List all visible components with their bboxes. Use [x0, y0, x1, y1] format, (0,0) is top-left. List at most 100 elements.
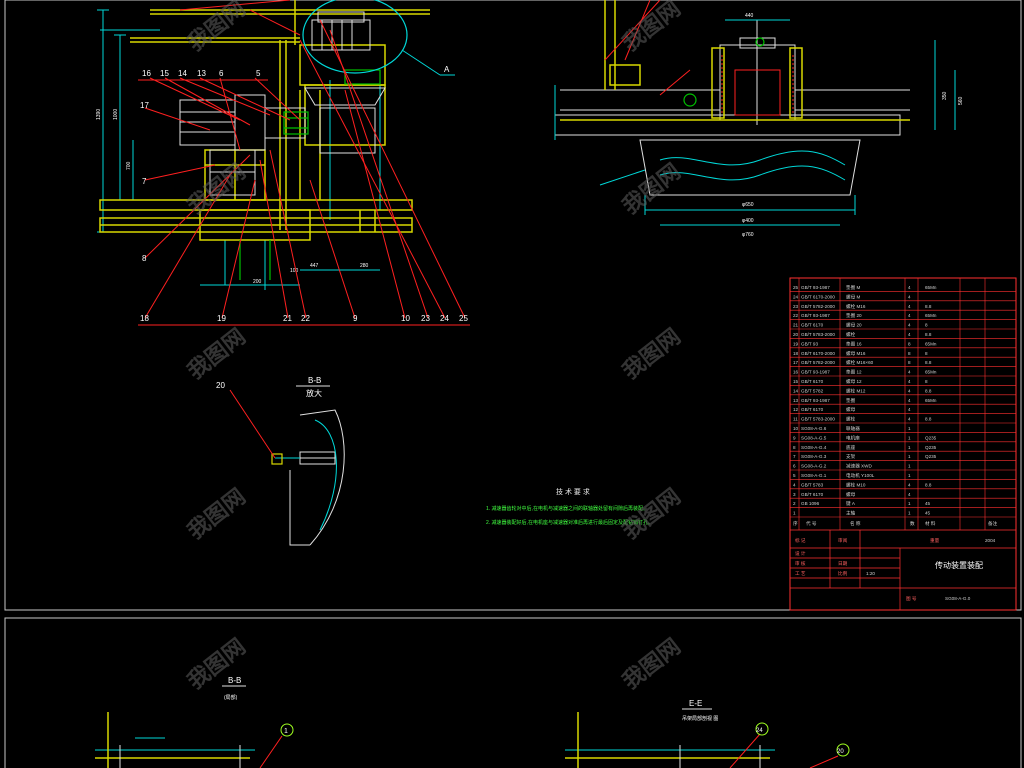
bom-cell: SG08-A-G.5 [801, 435, 827, 440]
bom-cell: 螺栓 M16 [846, 303, 866, 310]
bom-cell: 4 [908, 323, 911, 328]
bom-cell: 11 [793, 417, 798, 422]
balloon-24: 24 [756, 728, 763, 734]
bom-cell: 电机座 [846, 434, 860, 441]
title-block: 标 记 设 计 审 核 工 艺 审阅 重量 日期 比例 1:20 2004 传动… [790, 529, 1016, 610]
watermark-text: 我图网 [618, 159, 685, 219]
part-no-19: 19 [217, 314, 226, 323]
bom-cell: 1 [908, 473, 911, 478]
bom-cell: 4 [908, 332, 911, 337]
part-no-7: 7 [142, 177, 147, 186]
bom-header-qty: 数 [910, 520, 915, 527]
bottom-section-right-title: E-E [689, 699, 702, 708]
bom-cell: 主轴 [846, 510, 856, 517]
bom-cell: 4 [908, 313, 911, 318]
bom-cell: 螺母 [846, 491, 856, 498]
callout-20: 20 [216, 381, 225, 390]
part-no-6: 6 [219, 69, 224, 78]
bom-cell: SG08-A-G.4 [801, 445, 827, 450]
bom-cell: 螺栓 M16×60 [846, 359, 874, 366]
bom-cell: GB/T 6170-2000 [801, 351, 835, 356]
section-bb-subtitle: 放大 [306, 388, 322, 398]
part-no-17: 17 [140, 101, 149, 110]
bom-cell: 45 [925, 511, 931, 516]
bom-cell: 4 [908, 482, 911, 487]
bom-cell: 减速器 XWD [846, 463, 872, 470]
bom-cell: 9 [793, 435, 796, 440]
bom-cell: 螺母 M16 [846, 350, 866, 357]
bom-cell: 1 [908, 511, 911, 516]
bom-cell: 4 [908, 370, 911, 375]
bom-cell: 7 [793, 454, 796, 459]
bottom-sheet-views: B-B (局部) E-E 吊架局部剖视 图 [95, 676, 850, 768]
bom-cell: 8 [793, 445, 796, 450]
bom-cell: 螺母 M [846, 293, 860, 300]
bom-cell: SG08-A-G.3 [801, 454, 827, 459]
bom-cell: 1 [908, 501, 911, 506]
bom-cell: 8.8 [925, 304, 932, 309]
bom-cell: 15 [793, 379, 799, 384]
bottom-section-left-title: B-B [228, 676, 241, 685]
bom-cell: 1 [908, 454, 911, 459]
bom-cell: 4 [908, 285, 911, 290]
bom-cell: 3 [793, 492, 796, 497]
bom-cell: 45 [925, 501, 931, 506]
bom-cell: 垫圈 16 [846, 340, 862, 347]
bom-cell: 13 [793, 398, 799, 403]
bom-cell: GB/T 5782-2000 [801, 360, 835, 365]
bom-cell: 1 [908, 445, 911, 450]
balloon-20: 20 [837, 749, 844, 755]
bom-cell: 23 [793, 304, 799, 309]
bom-cell: 4 [908, 417, 911, 422]
bom-cell: 联轴器 [846, 425, 860, 432]
bom-cell: 4 [908, 294, 911, 299]
bom-cell: 4 [908, 398, 911, 403]
bom-cell: 8 [908, 351, 911, 356]
notes-title: 技 术 要 求 [556, 487, 590, 496]
bom-cell: 8.8 [925, 482, 932, 487]
bom-cell: 8.8 [925, 417, 932, 422]
bom-cell: 65Mn [925, 398, 937, 403]
tb-drawing-no-label: 图 号 [906, 596, 917, 602]
dim-700: 700 [126, 161, 132, 170]
dim-280: 280 [360, 263, 369, 269]
bom-cell: 16 [793, 370, 799, 375]
tb-date: 2004 [985, 538, 996, 543]
dim-1390: 1390 [96, 109, 102, 120]
bom-cell: 6 [793, 464, 796, 469]
bom-header: 序 代 号 名 称 数 材 料 备注 [793, 520, 998, 527]
bom-cell: GB/T 93-1987 [801, 398, 830, 403]
notes-item-2: 2. 减速器装配好后,在电机座与减速器对准后再进行最后固定及配钻销钉孔。 [486, 519, 653, 526]
bom-cell: GB/T 93-1987 [801, 370, 830, 375]
tb-label-mark: 标 记 [795, 537, 806, 544]
bom-cell: 14 [793, 388, 799, 393]
dim-1000: 1000 [113, 109, 119, 120]
bom-cell: 24 [793, 294, 799, 299]
part-no-13: 13 [197, 69, 206, 78]
bom-cell: GB/T 5783 [801, 482, 824, 487]
bom-cell: GB/T 6170 [801, 407, 824, 412]
balloon-1: 1 [284, 728, 288, 735]
part-no-15: 15 [160, 69, 169, 78]
bom-cell: 支架 [846, 453, 856, 460]
bottom-section-left-sub: (局部) [224, 694, 238, 701]
section-bb-title: B-B [308, 376, 321, 385]
bom-cell: Q235 [925, 454, 937, 459]
bom-cell: 8 [925, 323, 928, 328]
bom-cell: 1 [793, 511, 796, 516]
watermark-text: 我图网 [618, 324, 685, 384]
bom-cell: SG08-A-G.2 [801, 464, 827, 469]
tb-scale: 1:20 [866, 571, 875, 576]
bom-cell: GB 1096 [801, 501, 820, 506]
tb-label-process: 工 艺 [795, 571, 806, 576]
tb-drawing-no: SG08-A-G.0 [945, 596, 971, 601]
bom-cell: 65Mn [925, 341, 937, 346]
part-no-9: 9 [353, 314, 358, 323]
bom-cell: 8 [908, 360, 911, 365]
dim-650: φ650 [742, 202, 754, 208]
main-assembly-view: 1390 1000 700 447 100 280 200 [96, 0, 470, 326]
bom-cell: 螺栓 [846, 416, 856, 423]
bom-cell: 垫圈 M [846, 284, 860, 291]
bom-cell: Q235 [925, 435, 937, 440]
part-no-21: 21 [283, 314, 292, 323]
